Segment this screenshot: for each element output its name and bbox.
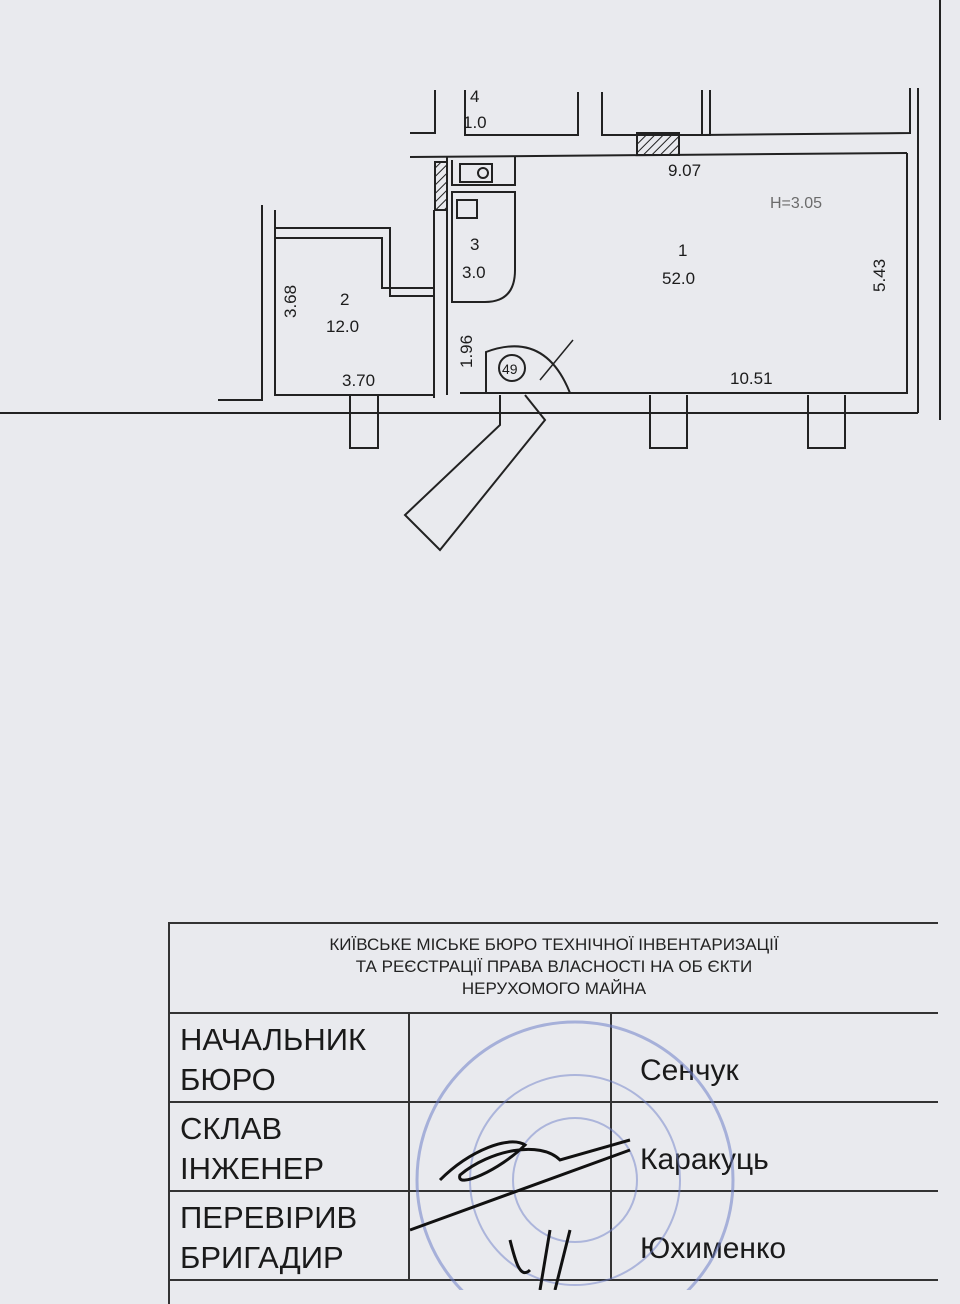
ceiling-height: H=3.05 bbox=[770, 195, 822, 212]
room-4-walls bbox=[451, 157, 516, 186]
hatched-column bbox=[434, 161, 448, 211]
room-3-number: 3 bbox=[470, 235, 479, 254]
official-seal bbox=[409, 1020, 735, 1290]
floor-plan: 4 1.0 3 3.0 1 52.0 2 12.0 9.07 H=3.05 5.… bbox=[0, 0, 941, 552]
window-bays bbox=[349, 395, 846, 449]
room-2-area: 12.0 bbox=[326, 317, 359, 336]
room-1-number: 1 bbox=[678, 241, 687, 260]
dim-room2-width: 3.70 bbox=[342, 371, 375, 390]
sink-icon bbox=[456, 199, 478, 219]
room-4-number: 4 bbox=[470, 87, 479, 106]
room-1-area: 52.0 bbox=[662, 269, 695, 288]
stair-number: 49 bbox=[502, 361, 518, 377]
spiral-stair bbox=[485, 345, 571, 394]
top-wall-outer bbox=[410, 90, 436, 134]
header-line: КИЇВСЬКЕ МІСЬКЕ БЮРО ТЕХНІЧНОЇ ІНВЕНТАРИ… bbox=[329, 935, 779, 954]
top-wall bbox=[601, 90, 711, 136]
dim-top: 9.07 bbox=[668, 161, 701, 180]
room-3-walls bbox=[451, 191, 516, 303]
room-2-walls bbox=[218, 205, 263, 401]
signature-mark bbox=[409, 1138, 631, 1232]
header-line: НЕРУХОМОГО МАЙНА bbox=[461, 979, 647, 998]
dim-room2-height: 3.68 bbox=[281, 285, 300, 318]
room-4-area: 1.0 bbox=[463, 113, 487, 132]
signature-mark bbox=[508, 1229, 572, 1290]
top-wall bbox=[701, 88, 911, 137]
stair-number-circle bbox=[498, 354, 526, 382]
room-1-walls bbox=[460, 153, 908, 394]
toilet-icon bbox=[459, 163, 493, 183]
hatched-column bbox=[636, 132, 680, 156]
signature-cell bbox=[410, 1014, 612, 1101]
name-cell: Каракуць bbox=[640, 1143, 769, 1176]
signature-cell bbox=[410, 1192, 612, 1279]
title-block-header: КИЇВСЬКЕ МІСЬКЕ БЮРО ТЕХНІЧНОЇ ІНВЕНТАРИ… bbox=[170, 924, 938, 1014]
dim-bottom-main: 10.51 bbox=[730, 369, 773, 388]
header-line: ТА РЕЄСТРАЦІЇ ПРАВА ВЛАСНОСТІ НА ОБ ЄКТИ bbox=[355, 957, 753, 976]
room-2-number: 2 bbox=[340, 290, 349, 309]
exterior-stair bbox=[403, 394, 547, 552]
dim-corridor: 1.96 bbox=[457, 335, 476, 368]
top-wall bbox=[464, 90, 579, 136]
room-3-area: 3.0 bbox=[462, 263, 486, 282]
dim-right: 5.43 bbox=[870, 259, 889, 292]
